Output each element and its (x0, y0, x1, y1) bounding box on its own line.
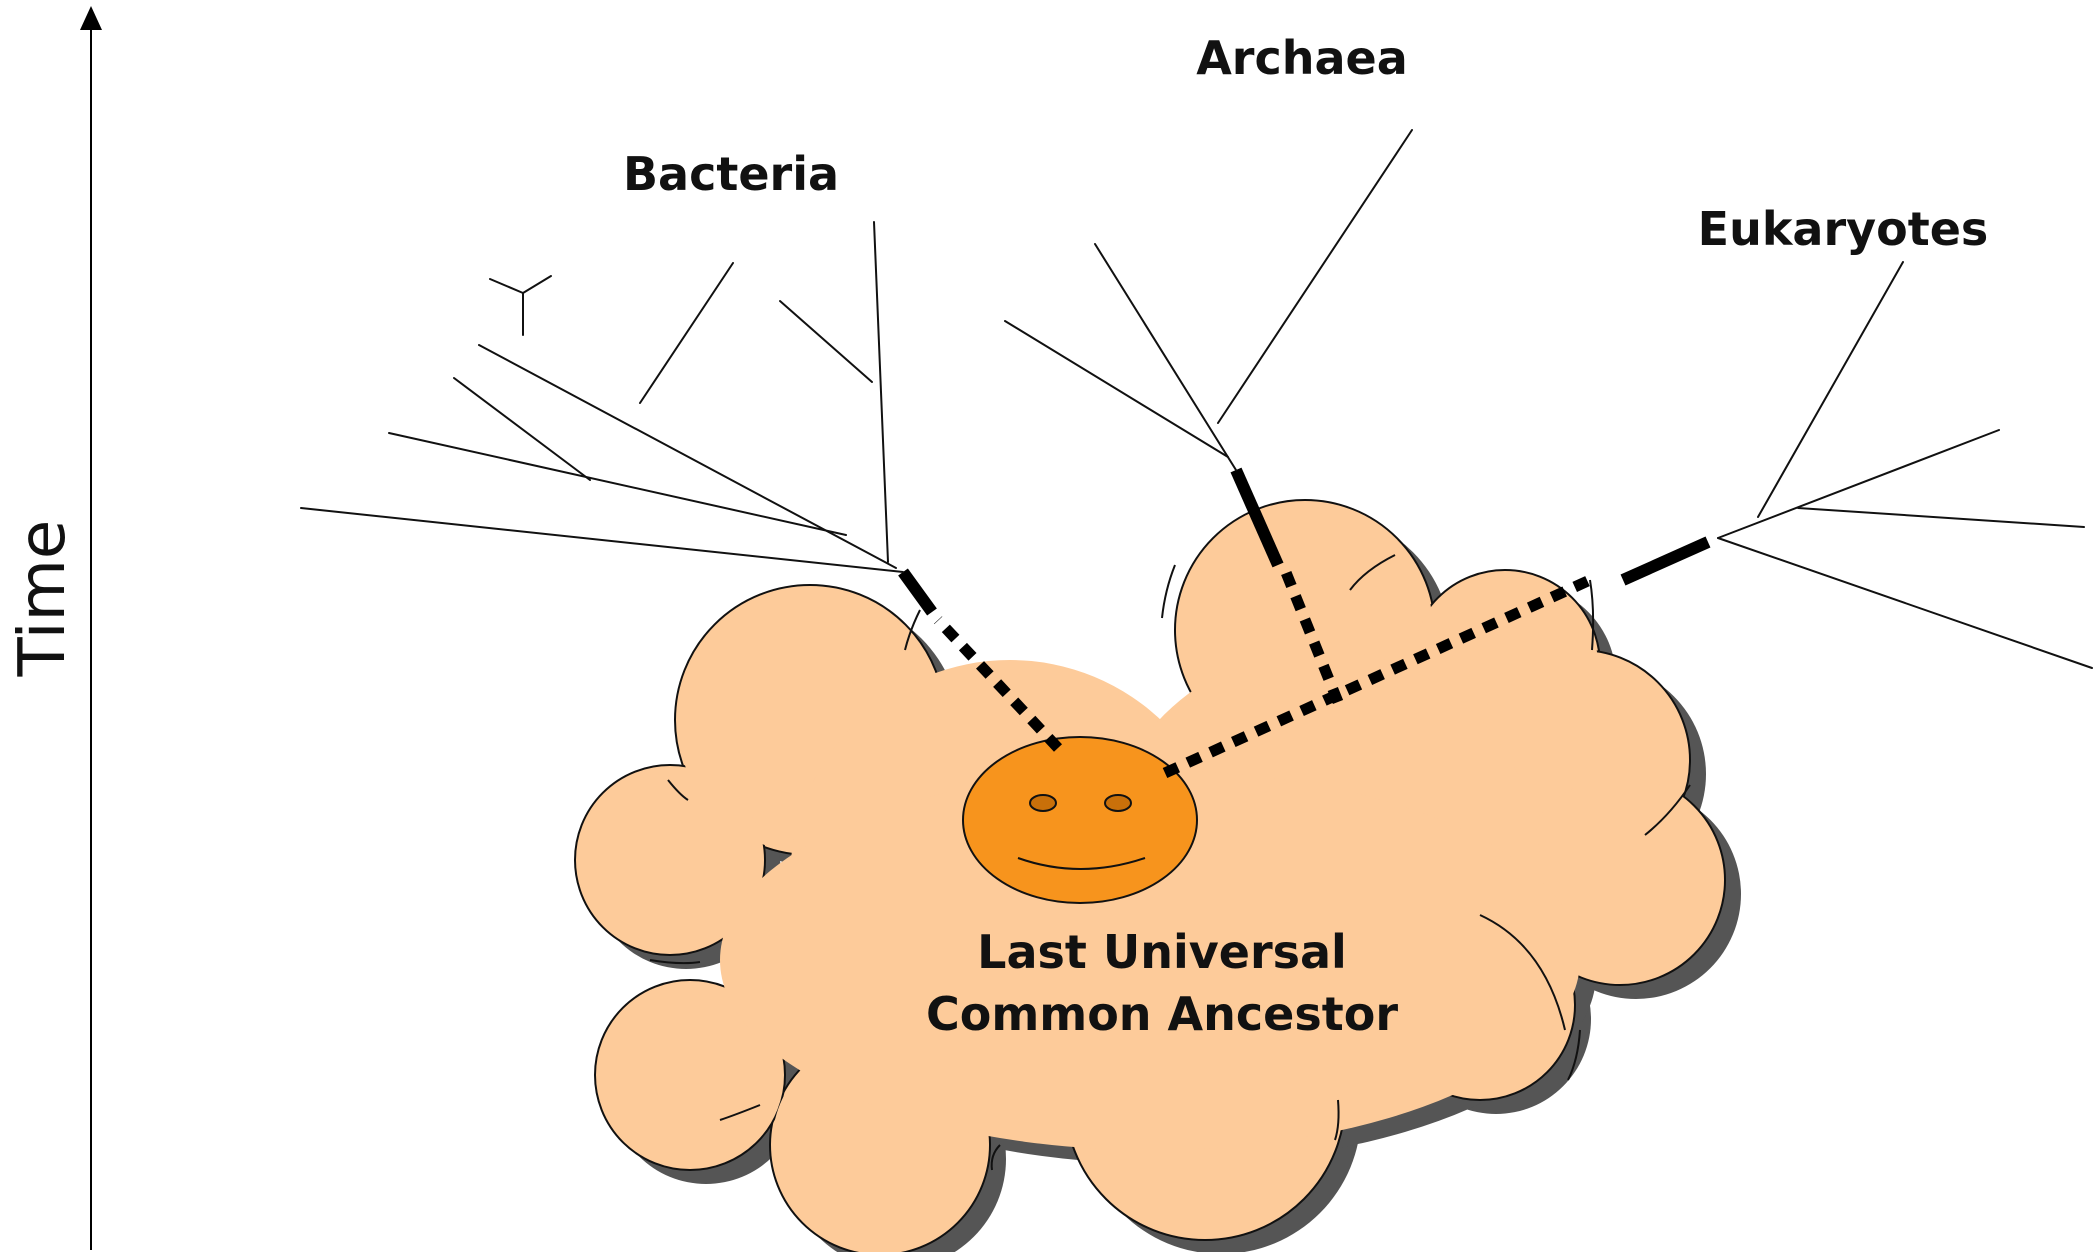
ancestor-label-line1: Last Universal (977, 925, 1347, 979)
archaea-tree (1005, 130, 1412, 470)
ancestor-label-line2: Common Ancestor (926, 987, 1398, 1041)
left-eye-icon (1030, 795, 1056, 811)
right-eye-icon (1105, 795, 1131, 811)
time-axis: Time (6, 6, 102, 1250)
bacteria-tree (301, 222, 903, 572)
time-axis-label: Time (6, 520, 80, 678)
stem-eukaryotes (1623, 542, 1708, 580)
arrow-up-icon (80, 6, 102, 30)
eukaryotes-label: Eukaryotes (1698, 202, 1989, 256)
ancestor-face (963, 737, 1197, 903)
archaea-label: Archaea (1196, 31, 1408, 85)
stem-bacteria (903, 572, 932, 612)
bacteria-label: Bacteria (623, 147, 839, 201)
face-icon (963, 737, 1197, 903)
eukaryotes-tree (1718, 262, 2092, 668)
